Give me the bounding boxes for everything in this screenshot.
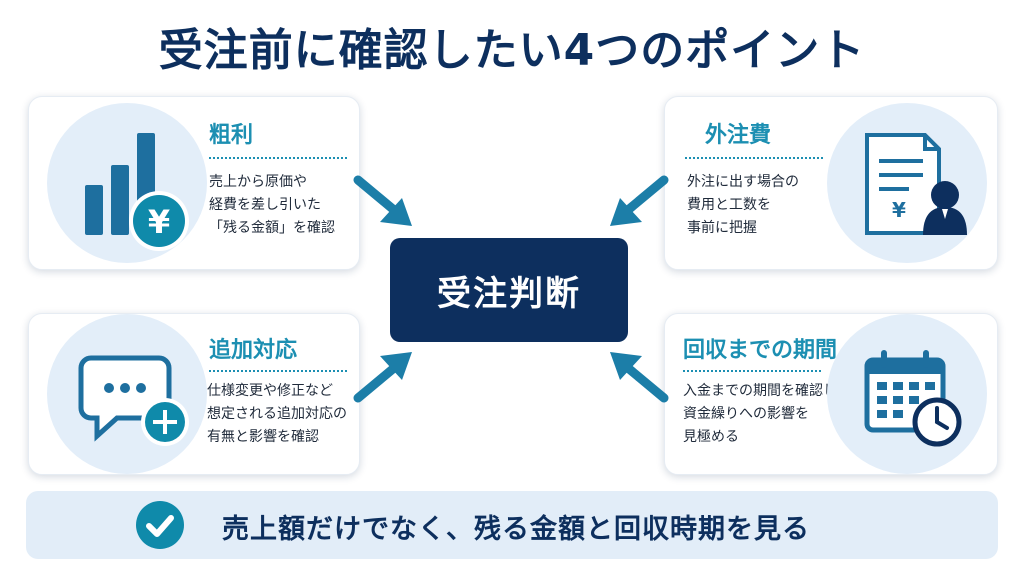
card-outsourcing: 外注費 外注に出す場合の 費用と工数を 事前に把握 ¥ [664, 96, 998, 270]
svg-text:¥: ¥ [148, 203, 170, 241]
summary-text: 売上額だけでなく、残る金額と回収時期を見る [222, 514, 810, 545]
center-label: 受注判断 [437, 273, 581, 314]
card-additional-divider [209, 370, 347, 372]
card-outsourcing-heading: 外注費 [705, 123, 772, 148]
card-profit-text: 売上から原価や 経費を差し引いた 「残る金額」を確認 [209, 171, 379, 240]
center-decision-box: 受注判断 [390, 238, 628, 342]
arrow-bottom-left-icon [353, 352, 412, 403]
card-profit: ¥ 粗利 売上から原価や 経費を差し引いた 「残る金額」を確認 [28, 96, 360, 270]
additional-icon-bg [47, 314, 207, 474]
card-profit-line: 経費を差し引いた [209, 197, 321, 213]
card-profit-line: 「残る金額」を確認 [209, 220, 335, 236]
document-person-icon: ¥ [865, 133, 967, 235]
profit-icon-bg: ¥ [47, 103, 207, 263]
card-outsourcing-divider [685, 157, 823, 159]
arrow-top-right-icon [610, 175, 669, 226]
collection-icon-bg [827, 314, 987, 474]
card-collection-line: 見極める [683, 429, 739, 445]
card-collection-line: 入金までの期間を確認し、 [683, 383, 851, 399]
svg-text:¥: ¥ [892, 198, 906, 222]
card-collection-line: 資金繰りへの影響を [683, 406, 809, 422]
card-profit-heading: 粗利 [209, 123, 254, 148]
card-collection: 回収までの期間 入金までの期間を確認し、 資金繰りへの影響を 見極める [664, 313, 998, 475]
card-additional-heading: 追加対応 [209, 338, 298, 363]
summary-banner: 売上額だけでなく、残る金額と回収時期を見る [26, 491, 998, 559]
card-collection-heading: 回収までの期間 [683, 338, 838, 363]
card-additional-line: 仕様変更や修正など [207, 383, 333, 399]
card-profit-line: 売上から原価や [209, 174, 307, 190]
card-collection-text: 入金までの期間を確認し、 資金繰りへの影響を 見極める [683, 380, 873, 449]
card-additional-line: 想定される追加対応の [207, 406, 347, 422]
card-profit-divider [209, 157, 347, 159]
card-outsourcing-line: 外注に出す場合の [687, 174, 799, 190]
card-additional-line: 有無と影響を確認 [207, 429, 319, 445]
card-collection-divider [683, 370, 821, 372]
card-additional: 追加対応 仕様変更や修正など 想定される追加対応の 有無と影響を確認 [28, 313, 360, 475]
chat-plus-icon [78, 355, 189, 446]
check-icon [136, 501, 184, 549]
card-outsourcing-text: 外注に出す場合の 費用と工数を 事前に把握 [687, 171, 857, 240]
outsourcing-icon-bg: ¥ [827, 103, 987, 263]
card-outsourcing-line: 費用と工数を [687, 197, 771, 213]
arrow-bottom-right-icon [610, 352, 669, 403]
card-additional-text: 仕様変更や修正など 想定される追加対応の 有無と影響を確認 [207, 380, 377, 449]
card-outsourcing-line: 事前に把握 [687, 220, 757, 236]
page-title: 受注前に確認したい4つのポイント [158, 25, 866, 76]
calendar-clock-icon [864, 350, 962, 447]
bar-chart-yen-icon: ¥ [85, 133, 189, 251]
arrow-top-left-icon [353, 175, 412, 226]
